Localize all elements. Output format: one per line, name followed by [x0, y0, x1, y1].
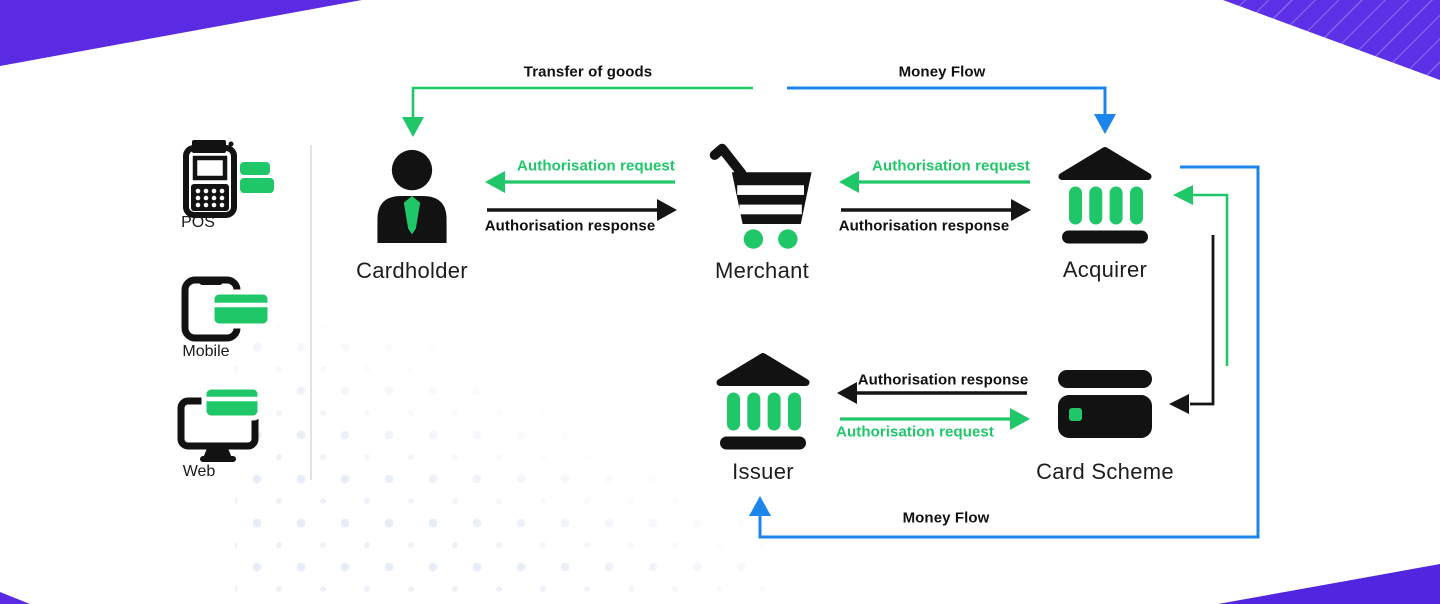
auth-response-label-1: Authorisation response: [484, 217, 656, 235]
shopping-cart-icon: [709, 143, 812, 249]
black-elbow-into-cardscheme: [1169, 235, 1215, 414]
transfer-of-goods-arrow: [402, 86, 753, 137]
credit-card-icon: [1058, 370, 1152, 438]
auth-response-cardholder-to-merchant-arrow: [487, 199, 677, 221]
sidebar-item-pos: POS: [181, 214, 215, 231]
auth-response-merchant-to-acquirer-arrow: [841, 199, 1031, 221]
dot-grid-texture: [235, 325, 765, 604]
auth-request-issuer-to-cardscheme-arrow: [840, 408, 1030, 430]
money-flow-top-label: Money Flow: [898, 63, 986, 81]
sidebar-divider: [310, 145, 312, 480]
auth-request-label-2: Authorisation request: [872, 157, 1030, 175]
mobile-phone-icon: [181, 276, 273, 342]
cardholder-label: Cardholder: [356, 258, 468, 283]
money-flow-top-arrow: [787, 86, 1116, 134]
bank-icon: [716, 353, 810, 450]
bank-icon: [1058, 147, 1152, 244]
sidebar-item-mobile: Mobile: [182, 343, 230, 360]
merchant-label: Merchant: [714, 258, 810, 283]
green-elbow-into-acquirer: [1173, 185, 1229, 366]
auth-response-cardscheme-to-issuer-arrow: [837, 382, 1027, 404]
auth-request-merchant-to-cardholder-arrow: [485, 171, 675, 193]
auth-request-label-3: Authorisation request: [836, 423, 994, 441]
desktop-monitor-icon: [177, 386, 263, 462]
money-flow-bottom-label: Money Flow: [902, 509, 990, 527]
money-flow-bottom-arrow: [749, 165, 1260, 539]
acquirer-label: Acquirer: [1062, 257, 1148, 282]
person-icon: [377, 149, 447, 244]
sidebar-item-web: Web: [182, 463, 216, 480]
auth-request-label-1: Authorisation request: [517, 157, 675, 175]
auth-response-label-2: Authorisation response: [838, 217, 1010, 235]
auth-response-label-3: Authorisation response: [857, 371, 1029, 389]
transfer-of-goods-label: Transfer of goods: [523, 63, 653, 81]
pos-terminal-icon: [183, 140, 274, 218]
issuer-label: Issuer: [732, 459, 794, 484]
auth-request-acquirer-to-merchant-arrow: [839, 171, 1030, 193]
card-scheme-label: Card Scheme: [1036, 459, 1174, 484]
